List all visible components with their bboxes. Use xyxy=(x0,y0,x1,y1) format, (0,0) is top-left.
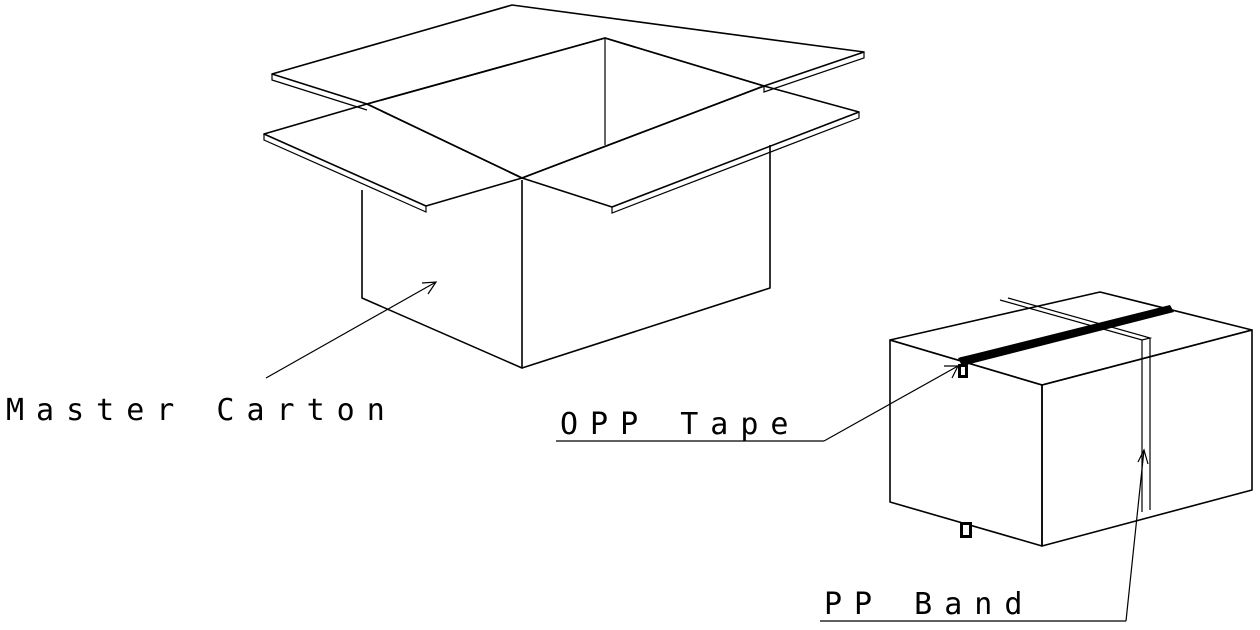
pp-band-top xyxy=(999,297,1153,341)
open-master-carton xyxy=(263,4,865,369)
label-opp-tape-text: OPP Tape xyxy=(560,407,801,442)
label-pp-band: PP Band xyxy=(820,448,1149,622)
label-opp-tape: OPP Tape xyxy=(556,365,959,442)
leader-master-carton xyxy=(265,281,437,379)
carton-front-right-face xyxy=(521,145,771,369)
label-pp-band-text: PP Band xyxy=(824,587,1034,622)
carton-front-left-face xyxy=(361,180,523,369)
label-master-carton: Master Carton xyxy=(6,281,438,428)
sealed-carton-right-face xyxy=(1041,329,1253,547)
sealed-carton-top xyxy=(889,291,1253,386)
carton-back-flap-thickness xyxy=(271,74,368,111)
label-master-carton-text: Master Carton xyxy=(6,393,397,428)
leader-pp-band xyxy=(1125,449,1145,622)
leader-opp-tape xyxy=(823,365,959,442)
carton-left-flap xyxy=(263,103,523,207)
carton-right-flap xyxy=(521,85,860,208)
sealed-carton xyxy=(889,291,1253,547)
opp-tape-strip xyxy=(958,305,1174,366)
